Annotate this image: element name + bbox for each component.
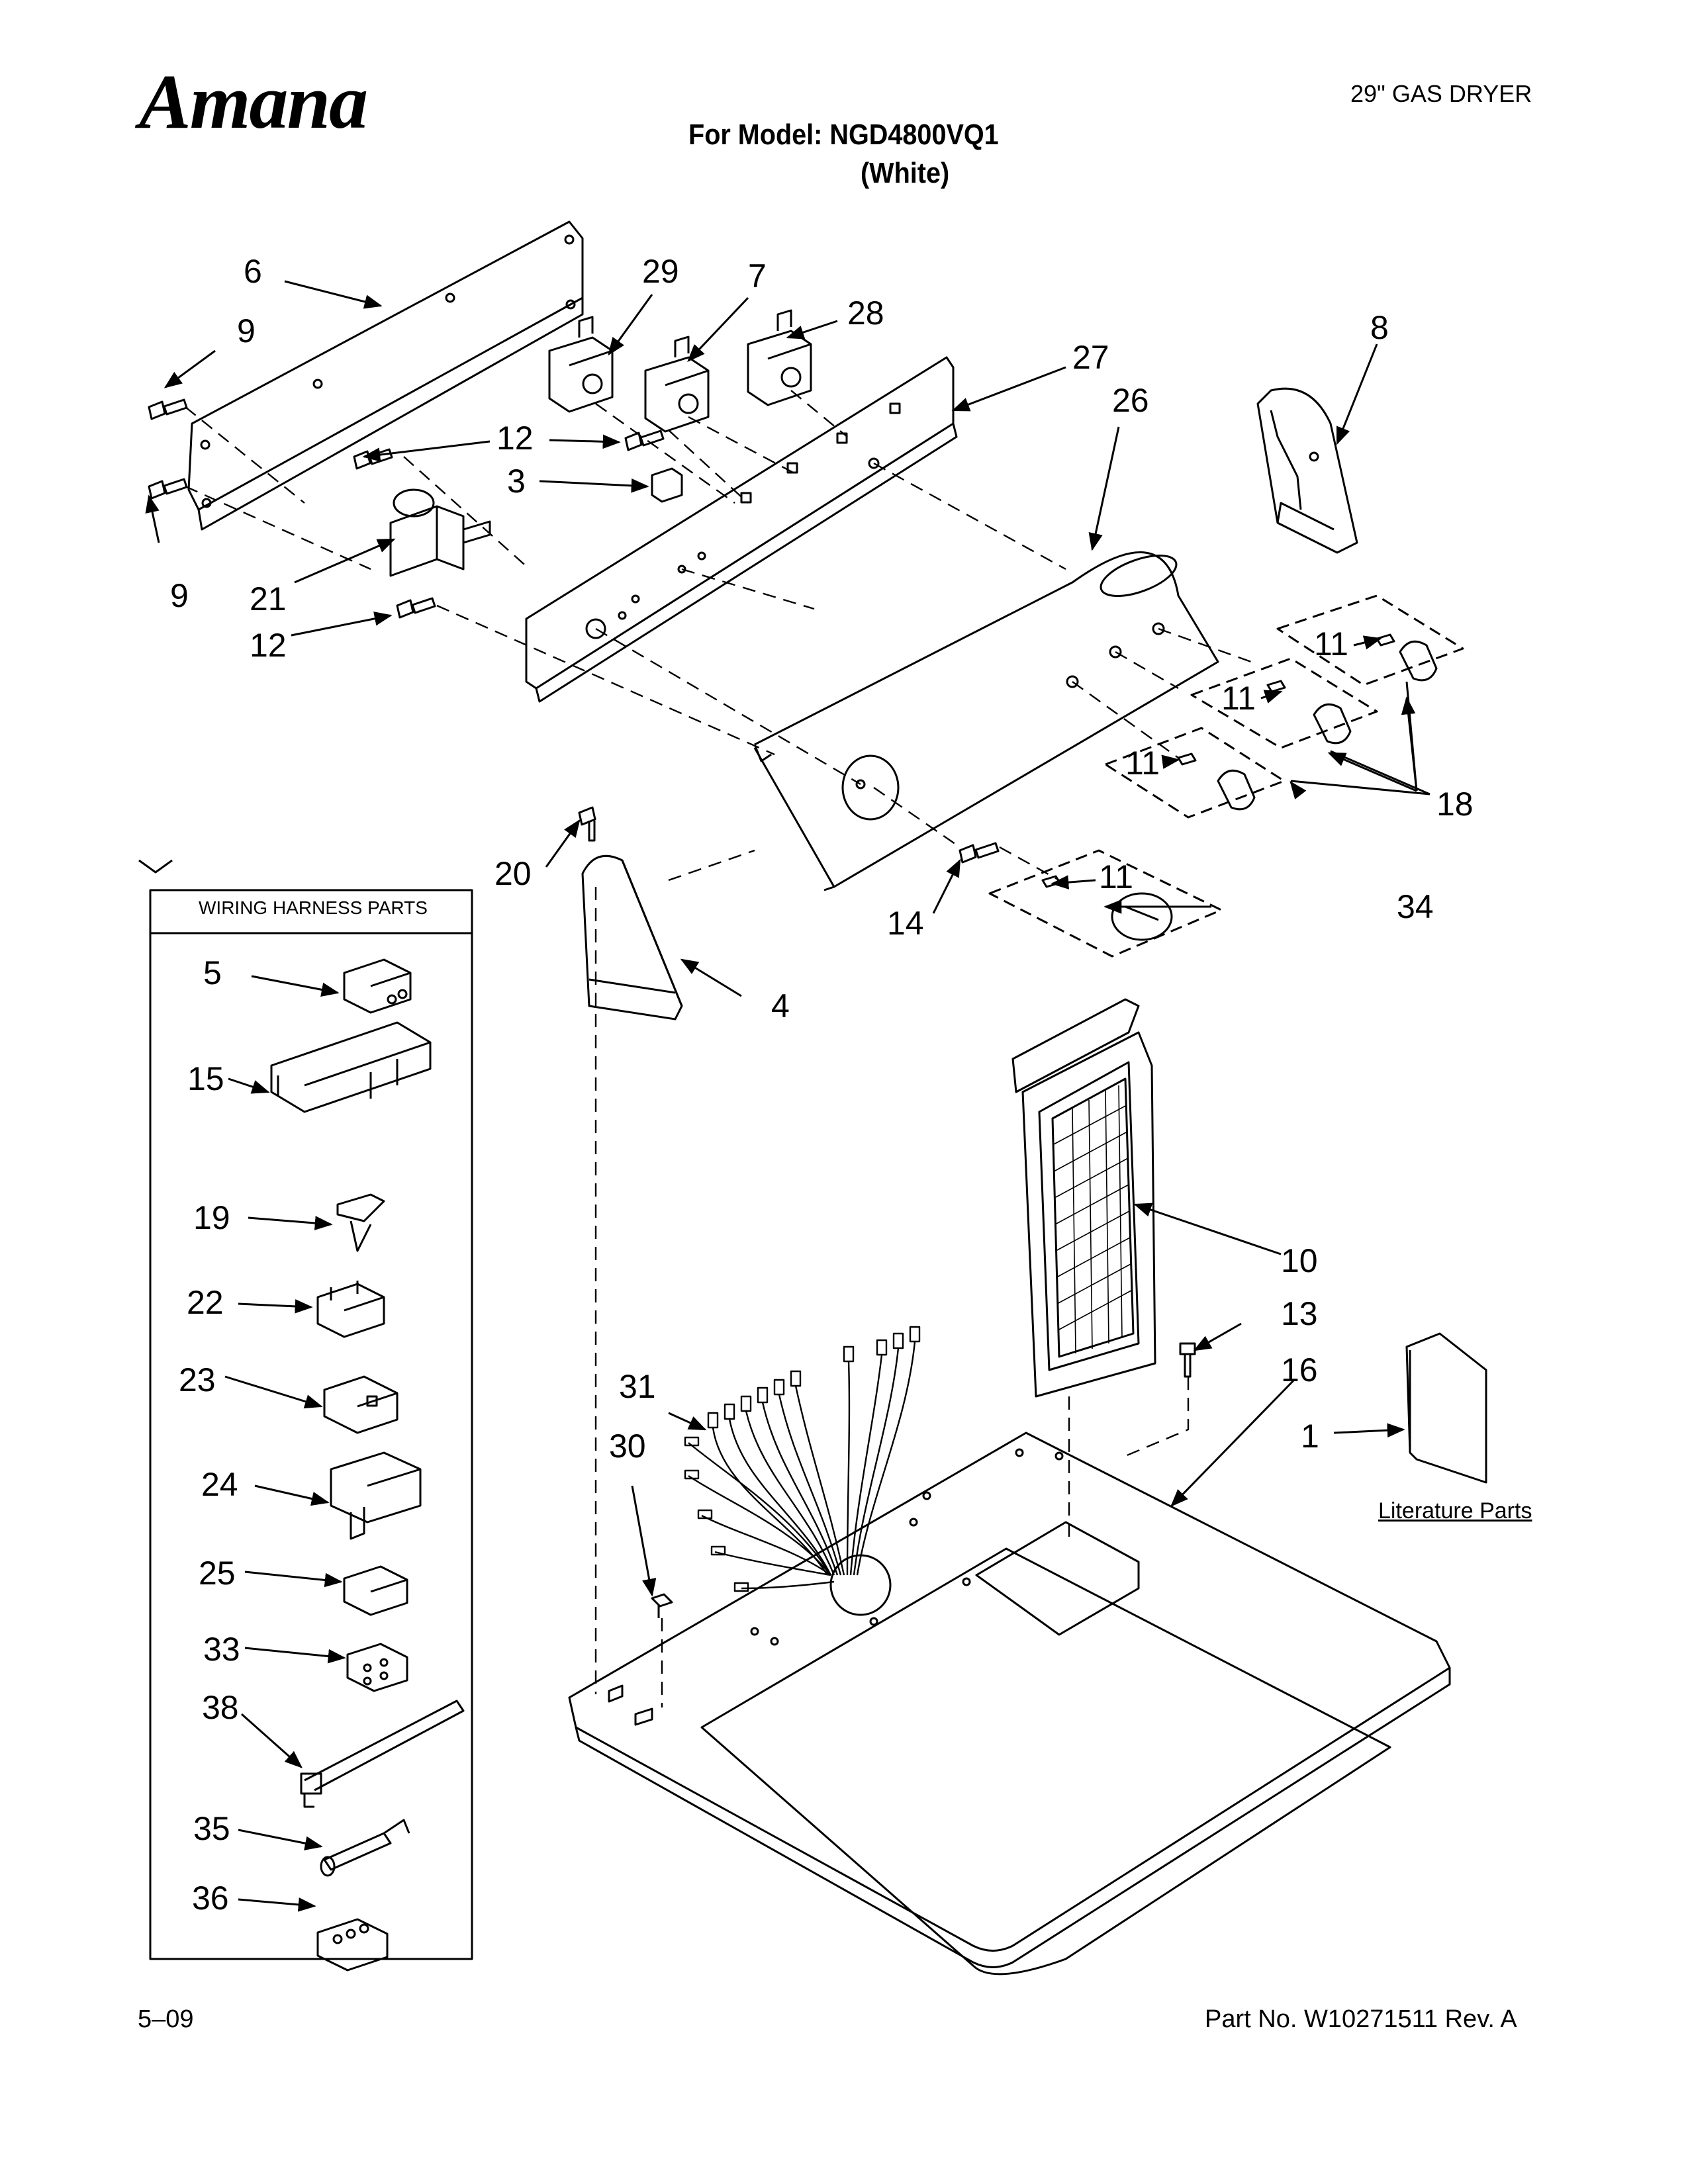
document-type: 29" GAS DRYER <box>1350 80 1532 107</box>
callout-15: 15 <box>187 1060 224 1097</box>
callout-10: 10 <box>1281 1242 1318 1279</box>
callout-27: 27 <box>1072 339 1109 376</box>
part-22-connector <box>316 1281 385 1338</box>
callout-18: 18 <box>1436 786 1474 823</box>
part-14-screw <box>959 842 1000 864</box>
part-31-wire-harness <box>684 1326 921 1592</box>
part-number: Part No. W10271511 Rev. A <box>1205 2005 1517 2033</box>
callout-9: 9 <box>170 577 189 614</box>
callout-28: 28 <box>847 295 884 332</box>
callout-21: 21 <box>250 580 287 617</box>
explode-lines <box>185 390 1252 1707</box>
callout-36: 36 <box>192 1880 229 1917</box>
part-18-knob-1 <box>1376 633 1438 682</box>
callout-14: 14 <box>887 905 924 942</box>
part-29-switch <box>548 316 614 413</box>
callout-13: 13 <box>1281 1295 1318 1332</box>
part-12-screw-b <box>624 430 665 451</box>
part-19-clip <box>336 1193 385 1252</box>
callout-31: 31 <box>619 1368 656 1405</box>
part-4-end-cap <box>581 854 683 1021</box>
part-25-connector <box>343 1565 408 1616</box>
callout-23: 23 <box>179 1361 216 1398</box>
callout-20: 20 <box>494 855 532 892</box>
callout-11: 11 <box>1221 680 1256 717</box>
part-33-connector <box>346 1643 408 1692</box>
part-9-screw-upper <box>148 398 188 420</box>
part-24-connector <box>330 1451 422 1540</box>
part-12-screw-a <box>353 448 393 470</box>
model-color: (White) <box>861 157 950 189</box>
callout-8: 8 <box>1370 309 1389 346</box>
part-9-screw-lower <box>148 478 188 500</box>
callout-6: 6 <box>244 253 262 290</box>
part-16-top-panel <box>568 1432 1451 1976</box>
model-title: For Model: NGD4800VQ1 <box>688 118 999 151</box>
callout-11: 11 <box>1099 858 1133 895</box>
part-35-terminal <box>320 1819 410 1877</box>
part-6-rear-bracket <box>187 220 584 531</box>
part-20-screw <box>578 806 596 842</box>
callout-29: 29 <box>642 253 679 290</box>
callout-30: 30 <box>609 1428 646 1465</box>
callout-22: 22 <box>187 1284 224 1321</box>
knob-group-boxes <box>988 594 1464 958</box>
revision-date: 5–09 <box>138 2005 194 2033</box>
part-36-connector <box>316 1918 389 1972</box>
callout-16: 16 <box>1281 1351 1318 1388</box>
part-15-connector <box>270 1021 432 1113</box>
callout-1: 1 <box>1301 1418 1319 1455</box>
part-27-control-bracket <box>525 356 958 703</box>
callout-34: 34 <box>1397 888 1434 925</box>
callout-12: 12 <box>250 627 287 664</box>
callout-4: 4 <box>771 987 790 1024</box>
leader-arrows <box>145 280 1430 1912</box>
callout-25: 25 <box>199 1555 236 1592</box>
callout-9: 9 <box>237 312 256 349</box>
part-8-end-cap <box>1256 387 1358 554</box>
part-18-knob-2 <box>1266 680 1352 745</box>
part-12-screw-c <box>396 597 436 619</box>
part-30-clip <box>651 1593 673 1618</box>
callout-26: 26 <box>1112 382 1149 419</box>
part-38-tie-wrap <box>300 1700 465 1808</box>
callout-12: 12 <box>496 420 534 457</box>
callout-24: 24 <box>201 1466 238 1503</box>
part-5-connector <box>343 958 412 1014</box>
part-10-lint-screen <box>1011 998 1156 1398</box>
part-18-knob-3 <box>1177 752 1256 811</box>
callout-35: 35 <box>193 1810 230 1847</box>
callout-33: 33 <box>203 1631 240 1668</box>
part-3-clip <box>651 467 683 503</box>
wiring-harness-title: WIRING HARNESS PARTS <box>199 897 428 918</box>
callout-19: 19 <box>193 1199 230 1236</box>
callout-11: 11 <box>1314 625 1348 662</box>
part-26-console <box>753 551 1219 891</box>
callout-11: 11 <box>1125 745 1160 782</box>
part-28-switch <box>747 309 812 406</box>
part-13-screw <box>1179 1342 1196 1378</box>
part-1-literature-book <box>1405 1332 1487 1484</box>
callout-3: 3 <box>507 463 526 500</box>
part-21-timer <box>389 488 491 577</box>
callout-7: 7 <box>748 257 767 295</box>
literature-parts-label: Literature Parts <box>1378 1498 1532 1524</box>
fold-mark <box>138 859 173 874</box>
callout-5: 5 <box>203 954 222 991</box>
callout-38: 38 <box>202 1689 239 1726</box>
wiring-harness-box <box>149 889 473 1960</box>
part-23-connector <box>323 1375 399 1434</box>
brand-logo: Amana <box>139 58 368 145</box>
